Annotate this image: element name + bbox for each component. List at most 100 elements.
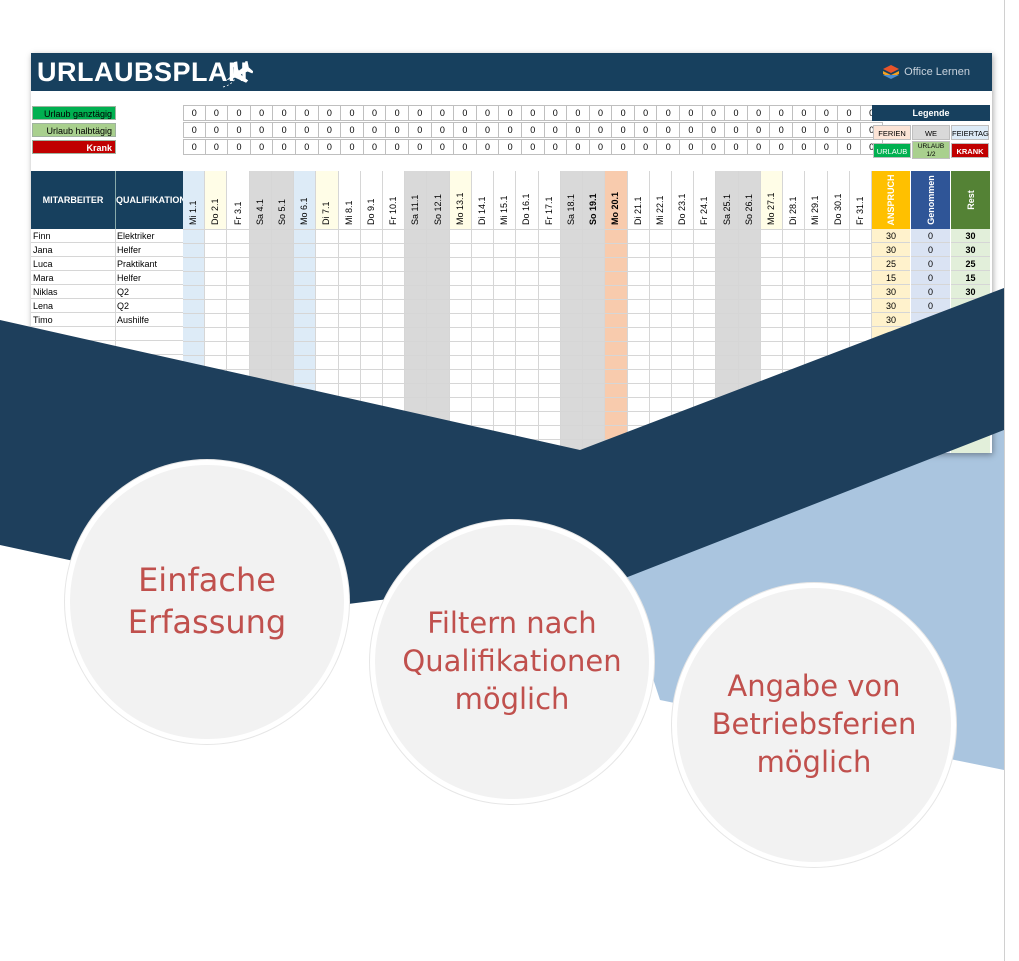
count-cell[interactable]: 0 xyxy=(295,139,319,155)
count-cell[interactable]: 0 xyxy=(725,139,748,155)
count-cell[interactable]: 0 xyxy=(815,105,839,121)
employee-row-empty[interactable] xyxy=(31,411,183,425)
count-cell[interactable]: 0 xyxy=(273,139,296,155)
count-cell[interactable]: 0 xyxy=(747,139,771,155)
count-cell[interactable]: 0 xyxy=(205,105,229,121)
count-cell[interactable]: 0 xyxy=(273,122,296,138)
count-cell[interactable]: 0 xyxy=(838,122,861,138)
count-cell[interactable]: 0 xyxy=(318,122,342,138)
count-cell[interactable]: 0 xyxy=(521,105,545,121)
count-cell[interactable]: 0 xyxy=(521,139,545,155)
employee-row-empty[interactable] xyxy=(31,383,183,397)
employee-row-empty[interactable] xyxy=(31,397,183,411)
count-cell[interactable]: 0 xyxy=(183,122,206,138)
count-cell[interactable]: 0 xyxy=(702,122,726,138)
count-cell[interactable]: 0 xyxy=(815,122,839,138)
count-cell[interactable]: 0 xyxy=(815,139,839,155)
count-cell[interactable]: 0 xyxy=(454,105,477,121)
count-cell[interactable]: 0 xyxy=(454,122,477,138)
count-cell[interactable]: 0 xyxy=(589,105,613,121)
count-cell[interactable]: 0 xyxy=(250,105,274,121)
count-cell[interactable]: 0 xyxy=(476,105,500,121)
count-cell[interactable]: 0 xyxy=(544,139,568,155)
count-cell[interactable]: 0 xyxy=(725,105,748,121)
count-cell[interactable]: 0 xyxy=(747,105,771,121)
count-cell[interactable]: 0 xyxy=(476,122,500,138)
count-cell[interactable]: 0 xyxy=(589,122,613,138)
employee-row-empty[interactable] xyxy=(31,355,183,369)
count-cell[interactable]: 0 xyxy=(431,105,455,121)
count-cell[interactable]: 0 xyxy=(680,122,703,138)
count-cell[interactable]: 0 xyxy=(499,122,522,138)
count-cell[interactable]: 0 xyxy=(341,105,364,121)
employee-row-empty[interactable] xyxy=(31,341,183,355)
count-cell[interactable]: 0 xyxy=(183,105,206,121)
count-cell[interactable]: 0 xyxy=(431,139,455,155)
count-cell[interactable]: 0 xyxy=(318,105,342,121)
count-cell[interactable]: 0 xyxy=(341,139,364,155)
count-cell[interactable]: 0 xyxy=(725,122,748,138)
count-cell[interactable]: 0 xyxy=(657,139,681,155)
count-cell[interactable]: 0 xyxy=(657,105,681,121)
employee-row-empty[interactable] xyxy=(31,425,183,439)
count-cell[interactable]: 0 xyxy=(634,122,658,138)
count-cell[interactable]: 0 xyxy=(634,105,658,121)
count-cell[interactable]: 0 xyxy=(612,122,635,138)
count-cell[interactable]: 0 xyxy=(386,122,409,138)
count-cell[interactable]: 0 xyxy=(612,139,635,155)
count-cell[interactable]: 0 xyxy=(228,122,251,138)
count-cell[interactable]: 0 xyxy=(318,139,342,155)
count-cell[interactable]: 0 xyxy=(499,105,522,121)
count-cell[interactable]: 0 xyxy=(250,122,274,138)
count-cell[interactable]: 0 xyxy=(793,139,816,155)
count-cell[interactable]: 0 xyxy=(386,105,409,121)
count-cell[interactable]: 0 xyxy=(567,139,590,155)
count-cell[interactable]: 0 xyxy=(838,139,861,155)
count-cell[interactable]: 0 xyxy=(363,139,387,155)
count-cell[interactable]: 0 xyxy=(770,105,794,121)
count-cell[interactable]: 0 xyxy=(544,122,568,138)
count-cell[interactable]: 0 xyxy=(521,122,545,138)
count-cell[interactable]: 0 xyxy=(228,139,251,155)
count-cell[interactable]: 0 xyxy=(702,139,726,155)
count-cell[interactable]: 0 xyxy=(589,139,613,155)
count-cell[interactable]: 0 xyxy=(657,122,681,138)
count-cell[interactable]: 0 xyxy=(408,139,432,155)
count-cell[interactable]: 0 xyxy=(295,122,319,138)
count-cell[interactable]: 0 xyxy=(567,105,590,121)
count-cell[interactable]: 0 xyxy=(273,105,296,121)
count-cell[interactable]: 0 xyxy=(205,122,229,138)
count-cell[interactable]: 0 xyxy=(747,122,771,138)
count-cell[interactable]: 0 xyxy=(250,139,274,155)
count-cell[interactable]: 0 xyxy=(567,122,590,138)
count-cell[interactable]: 0 xyxy=(838,105,861,121)
count-cell[interactable]: 0 xyxy=(431,122,455,138)
count-cell[interactable]: 0 xyxy=(183,139,206,155)
employee-row-empty[interactable] xyxy=(31,327,183,341)
count-cell[interactable]: 0 xyxy=(680,139,703,155)
count-cell[interactable]: 0 xyxy=(476,139,500,155)
count-cell[interactable]: 0 xyxy=(634,139,658,155)
count-cell[interactable]: 0 xyxy=(205,139,229,155)
employee-row-empty[interactable] xyxy=(31,369,183,383)
count-cell[interactable]: 0 xyxy=(612,105,635,121)
count-cell[interactable]: 0 xyxy=(341,122,364,138)
count-cell[interactable]: 0 xyxy=(793,122,816,138)
employee-row-empty[interactable] xyxy=(31,439,183,453)
count-cell[interactable]: 0 xyxy=(499,139,522,155)
count-cell[interactable]: 0 xyxy=(228,105,251,121)
count-cell[interactable]: 0 xyxy=(363,122,387,138)
count-cell[interactable]: 0 xyxy=(386,139,409,155)
count-cell[interactable]: 0 xyxy=(544,105,568,121)
count-cell[interactable]: 0 xyxy=(408,105,432,121)
count-cell[interactable]: 0 xyxy=(770,139,794,155)
count-cell[interactable]: 0 xyxy=(702,105,726,121)
count-cell[interactable]: 0 xyxy=(454,139,477,155)
